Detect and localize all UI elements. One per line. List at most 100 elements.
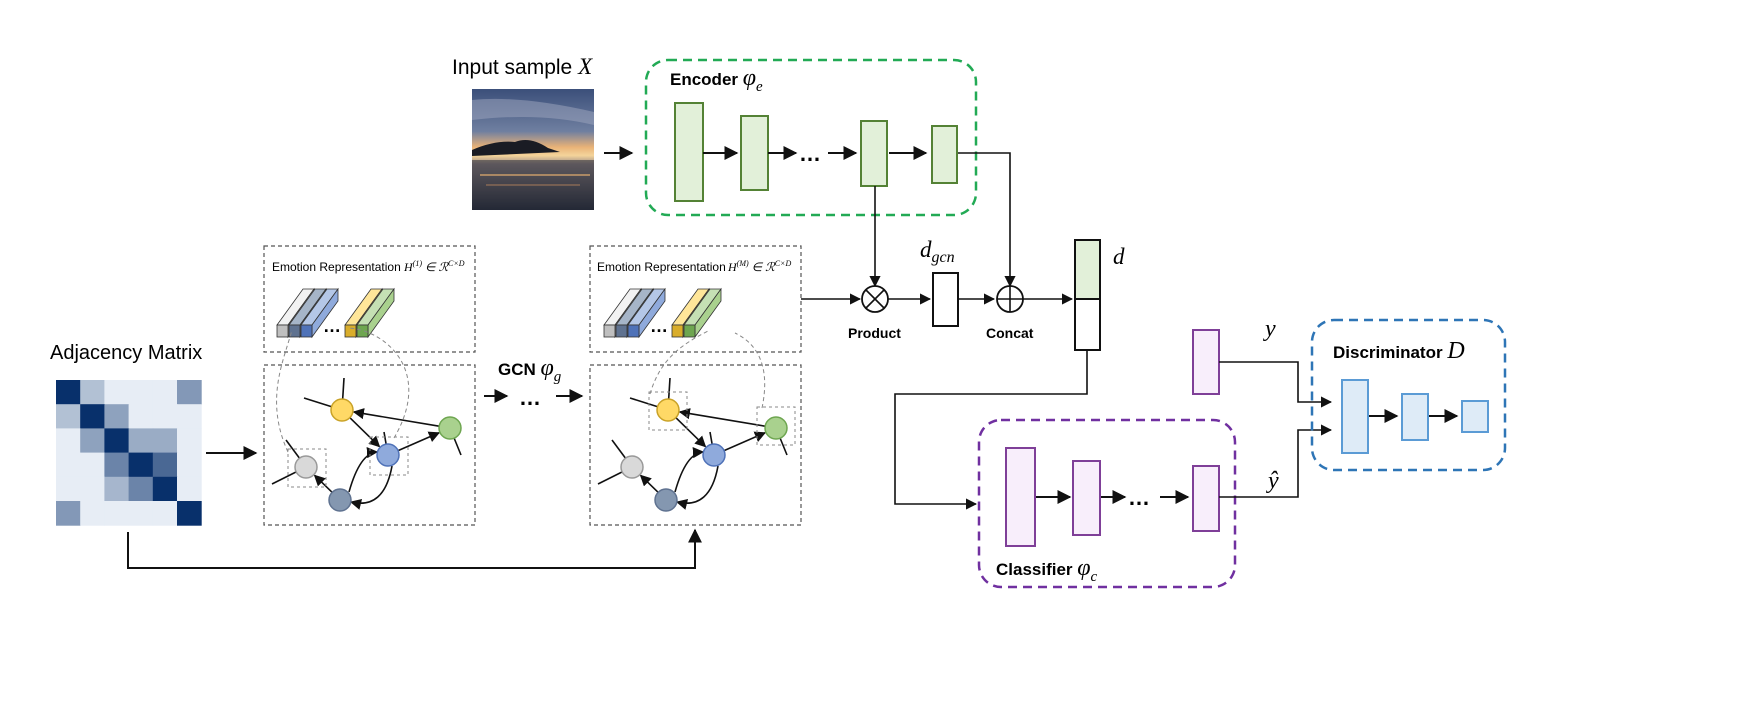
discriminator-layer-3 xyxy=(1461,400,1489,433)
emotion-feature-bars-m: … xyxy=(603,287,722,339)
graph-edge xyxy=(313,474,333,493)
feature-bar-front xyxy=(615,324,628,338)
adjacency-cell xyxy=(152,452,178,478)
adjacency-cell xyxy=(56,501,81,526)
adjacency-cell xyxy=(56,404,81,429)
adjacency-cell xyxy=(128,428,154,454)
graph-edge xyxy=(678,408,766,427)
graph-node-slate xyxy=(654,488,678,512)
arrow-adjacency-skip xyxy=(127,528,702,569)
graph-link xyxy=(734,332,766,409)
graph-node-green xyxy=(438,416,462,440)
graph-edge xyxy=(639,474,659,493)
graph-edge xyxy=(723,431,767,452)
graph-edge xyxy=(352,408,440,427)
adjacency-cell xyxy=(80,428,105,454)
classifier-layer-3 xyxy=(1192,465,1220,532)
graph-highlight xyxy=(369,436,409,476)
d-label: d xyxy=(1113,244,1125,269)
ground-truth-y xyxy=(1192,329,1220,395)
adjacency-cell xyxy=(152,404,178,429)
discriminator-layer-1 xyxy=(1341,379,1369,454)
input-sample-image xyxy=(472,89,594,210)
emotion-representation-label-m: Emotion Representation xyxy=(597,260,726,274)
adjacency-cell xyxy=(104,380,130,405)
arrow-y-to-discriminator xyxy=(1219,361,1333,408)
adjacency-cell xyxy=(128,380,154,405)
emotion-graph-1 xyxy=(271,327,462,512)
adjacency-matrix xyxy=(56,380,202,526)
graph-edge-curved xyxy=(674,447,705,493)
graph-node-gray xyxy=(294,455,318,479)
d-vector-encoder-part xyxy=(1074,239,1101,300)
encoder-layer-3 xyxy=(860,120,888,187)
adjacency-cell xyxy=(128,404,154,429)
adjacency-cell xyxy=(80,452,105,478)
graph-node-blue xyxy=(702,443,726,467)
emotion-feature-bars-1: … xyxy=(276,287,395,339)
adjacency-cell xyxy=(104,452,130,478)
adjacency-cell xyxy=(177,501,202,526)
adjacency-cell xyxy=(128,476,154,502)
emotion-representation-math-m: H(M) ∈ ℛC×D xyxy=(727,259,791,274)
graph-node-gray xyxy=(620,455,644,479)
encoder-box xyxy=(644,58,978,217)
encoder-label: Encoder φe xyxy=(670,65,763,95)
adjacency-cell xyxy=(177,380,202,405)
feature-bar-front xyxy=(603,324,616,338)
adjacency-cell xyxy=(80,501,105,526)
graph-highlight xyxy=(287,448,327,488)
discriminator-box xyxy=(1310,318,1507,472)
emotion-graph-m xyxy=(597,329,796,512)
input-sample-label: Input sample X xyxy=(452,54,593,79)
d-vector-gcn-part xyxy=(1074,298,1101,351)
adjacency-cell xyxy=(152,501,178,526)
adjacency-cell xyxy=(56,452,81,478)
graph-link xyxy=(348,327,410,439)
adjacency-cell xyxy=(104,501,130,526)
graph-highlight xyxy=(648,391,688,431)
graph-edge-curved xyxy=(348,447,379,493)
encoder-layers xyxy=(674,102,958,202)
adjacency-cell xyxy=(152,380,178,405)
feature-bar-front xyxy=(344,324,357,338)
adjacency-cell xyxy=(177,452,202,478)
feature-bar-front xyxy=(356,324,369,338)
feature-bar-front xyxy=(288,324,301,338)
graph-edge xyxy=(397,431,441,452)
graph-link xyxy=(649,329,711,395)
emotion-representation-math-1: H(1) ∈ ℛC×D xyxy=(403,259,465,274)
gcn-label: GCN φg xyxy=(498,355,562,385)
adjacency-cell xyxy=(128,501,154,526)
dgcn-label: dgcn xyxy=(920,237,955,266)
graph-edge-curved xyxy=(349,465,393,510)
adjacency-cell xyxy=(80,404,105,429)
discriminator-layer-2 xyxy=(1401,393,1429,441)
adjacency-cell xyxy=(177,428,202,454)
feature-bar-front xyxy=(627,324,640,338)
graph-edge xyxy=(349,417,381,448)
adjacency-cell xyxy=(56,428,81,454)
dgcn-vector xyxy=(932,272,959,327)
adjacency-cell xyxy=(104,476,130,502)
classifier-layer-2 xyxy=(1072,460,1101,536)
feature-bar-front xyxy=(300,324,313,338)
graph-edge xyxy=(675,417,707,448)
arrow-d-to-classifier xyxy=(894,350,1088,510)
encoder-layer-1 xyxy=(674,102,704,202)
adjacency-cell xyxy=(56,380,81,405)
feature-bars-ellipsis: … xyxy=(323,316,341,336)
graph-node-yellow xyxy=(330,398,354,422)
adjacency-cell xyxy=(56,476,81,502)
arrow-yhat-to-discriminator xyxy=(1219,424,1333,498)
graph-link xyxy=(276,329,293,453)
adjacency-cell xyxy=(104,428,130,454)
encoder-layer-4 xyxy=(931,125,958,184)
emotion-representation-box-1 xyxy=(263,245,476,353)
adjacency-cell xyxy=(128,452,154,478)
discriminator-label: Discriminator D xyxy=(1333,338,1465,364)
feature-bar-front xyxy=(683,324,696,338)
emotion-representation-box-m xyxy=(589,245,802,353)
